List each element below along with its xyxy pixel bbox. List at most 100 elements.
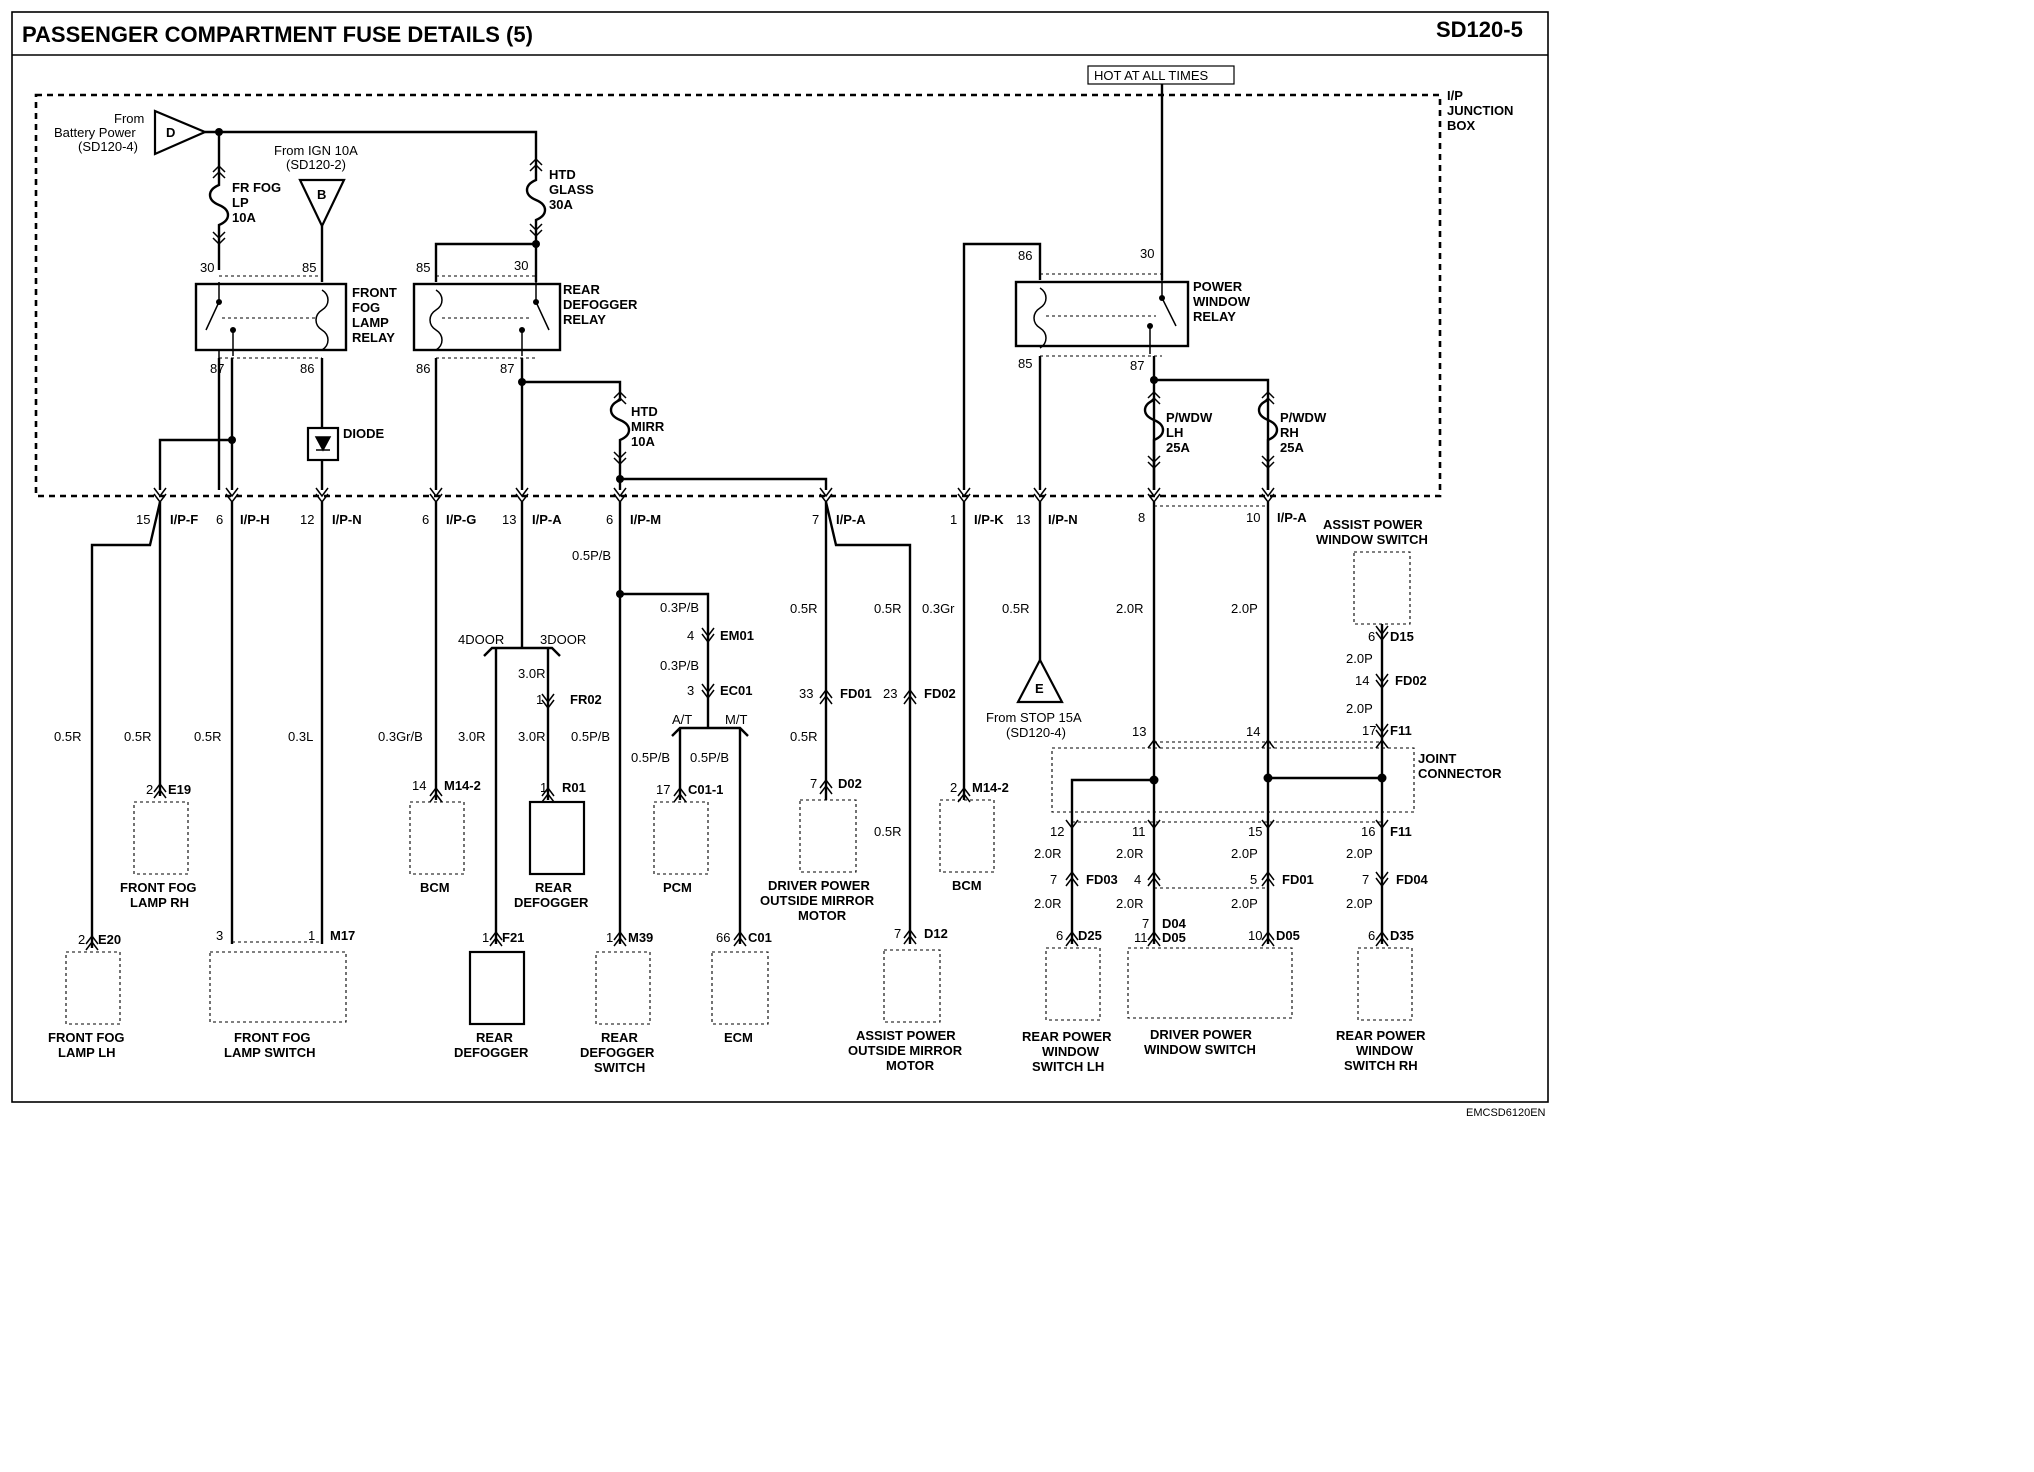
defog-relay-pin-30: 30 (514, 258, 528, 273)
comp-e20-label-1: FRONT FOG (48, 1030, 125, 1045)
ip-pin-num-10: 10 (1246, 510, 1260, 525)
fuse-glass-label-3: 30A (549, 197, 573, 212)
source-d-line3: (SD120-4) (78, 139, 138, 154)
wire-f21: 3.0R (458, 729, 485, 744)
conn-fd01r5-pin: 5 (1250, 872, 1257, 887)
comp-d05-pin10: 10 (1248, 928, 1262, 943)
defog-relay-pin-87: 87 (500, 361, 514, 376)
wire-m39: 0.5P/B (571, 729, 610, 744)
comp-d35-box (1357, 947, 1413, 1021)
wire-fd01: 0.5R (790, 601, 817, 616)
diode-label: DIODE (343, 426, 385, 441)
comp-m39-label-3: SWITCH (594, 1060, 645, 1075)
hot-tag: HOT AT ALL TIMES (1094, 68, 1208, 83)
comp-d25-box (1045, 947, 1101, 1021)
comp-f21-pin: 1 (482, 930, 489, 945)
comp-e20-label-2: LAMP LH (58, 1045, 116, 1060)
pwr-relay-pin-86: 86 (1018, 248, 1032, 263)
comp-d02-label-3: MOTOR (798, 908, 847, 923)
comp-bcm2-conn: M14-2 (972, 780, 1009, 795)
diode-icon (314, 436, 332, 452)
comp-pcm-pin: 17 (656, 782, 670, 797)
joint-connector-outline (1051, 747, 1415, 813)
comp-d12-label-2: OUTSIDE MIRROR (848, 1043, 963, 1058)
fuse-htd-glass-icon (525, 150, 547, 282)
ip-pin-name-7: I/P-K (974, 512, 1004, 527)
ip-box-label-1: I/P (1447, 88, 1463, 103)
ip-junction-box-outline (34, 93, 1442, 498)
wire-d05: 2.0P (1231, 896, 1258, 911)
pwr-relay-pin-30: 30 (1140, 246, 1154, 261)
comp-bcm1-conn: M14-2 (444, 778, 481, 793)
comp-f21-label-2: DEFOGGER (454, 1045, 529, 1060)
comp-d25-label-3: SWITCH LH (1032, 1059, 1104, 1074)
fuse-mirr-label-1: HTD (631, 404, 658, 419)
source-e-line2: (SD120-4) (1006, 725, 1066, 740)
comp-pcm-conn: C01-1 (688, 782, 723, 797)
wire-r01: 3.0R (518, 729, 545, 744)
wiring-diagram: PASSENGER COMPARTMENT FUSE DETAILS (5) S… (11, 11, 1549, 1119)
defog-relay-pin-86: 86 (416, 361, 430, 376)
conn-fr02-pin: 1 (536, 692, 543, 707)
pwr-relay-pin-85: 85 (1018, 356, 1032, 371)
comp-d25-label-1: REAR POWER (1022, 1029, 1112, 1044)
comp-d05-label-1: DRIVER POWER (1150, 1027, 1252, 1042)
source-d-line2: Battery Power (54, 125, 136, 140)
wire-ec01: 0.3P/B (660, 658, 699, 673)
comp-d25-pin: 6 (1056, 928, 1063, 943)
wire-bcm2: 0.3Gr (922, 601, 955, 616)
wire-fr02-top: 3.0R (518, 666, 545, 681)
fuse-mirr-label-3: 10A (631, 434, 655, 449)
comp-d05-box (1127, 947, 1293, 1019)
comp-d35-label-3: SWITCH RH (1344, 1058, 1418, 1073)
ip-pin-name-4: I/P-A (532, 512, 562, 527)
source-e-letter: E (1035, 681, 1044, 696)
comp-e19-box (133, 801, 189, 875)
conn-f11a-pin: 17 (1362, 723, 1376, 738)
comp-m39-label-2: DEFOGGER (580, 1045, 655, 1060)
ip-pin-num-8: 13 (1016, 512, 1030, 527)
conn-fd02r-pin: 14 (1355, 673, 1369, 688)
fuse-lh-label-1: P/WDW (1166, 410, 1213, 425)
conn-fr02-name: FR02 (570, 692, 602, 707)
page-code: SD120-5 (1436, 17, 1523, 42)
wire-d04: 2.0R (1116, 896, 1143, 911)
fuse-glass-label-1: HTD (549, 167, 576, 182)
source-b-line1: From IGN 10A (274, 143, 358, 158)
pwr-relay-label-1: POWER (1193, 279, 1243, 294)
page-frame (11, 11, 1549, 1103)
ip-pin-name-5: I/P-M (630, 512, 661, 527)
comp-r01-label-2: DEFOGGER (514, 895, 589, 910)
fuse-fog-label-1: FR FOG (232, 180, 281, 195)
wire-j11: 2.0R (1116, 846, 1143, 861)
ip-box-label-2: JUNCTION (1447, 103, 1513, 118)
comp-d02-box (799, 799, 857, 873)
comp-m39-conn: M39 (628, 930, 653, 945)
front-fog-relay-box (194, 282, 348, 352)
comp-bcm1-box (409, 801, 465, 875)
fog-relay-pin-86: 86 (300, 361, 314, 376)
conn-fd02r-name: FD02 (1395, 673, 1427, 688)
conn-fd04-pin: 7 (1362, 872, 1369, 887)
wire-d25: 2.0R (1034, 896, 1061, 911)
ip-box-label-3: BOX (1447, 118, 1476, 133)
wire-pwr-86 (962, 242, 1042, 490)
comp-e20-conn: E20 (98, 932, 121, 947)
comp-d12-conn: D12 (924, 926, 948, 941)
comp-d35-pin: 6 (1368, 928, 1375, 943)
comp-e19-conn: E19 (168, 782, 191, 797)
comp-bcm1-pin: 14 (412, 778, 426, 793)
conn-j13-pin: 13 (1132, 724, 1146, 739)
source-d-triangle (153, 109, 208, 156)
assist-switch-label-1: ASSIST POWER (1323, 517, 1423, 532)
rear-defogger-relay-box (412, 282, 562, 352)
conn-em01-pin: 4 (687, 628, 694, 643)
conn-fd03-name: FD03 (1086, 872, 1118, 887)
comp-r01-label-1: REAR (535, 880, 572, 895)
comp-d02-label-1: DRIVER POWER (768, 878, 870, 893)
conn-fd02-pin: 23 (883, 686, 897, 701)
source-e-triangle (1016, 657, 1064, 704)
source-e-line1: From STOP 15A (986, 710, 1082, 725)
comp-d05-conn2: D05 (1162, 930, 1186, 945)
comp-d02-label-2: OUTSIDE MIRROR (760, 893, 875, 908)
